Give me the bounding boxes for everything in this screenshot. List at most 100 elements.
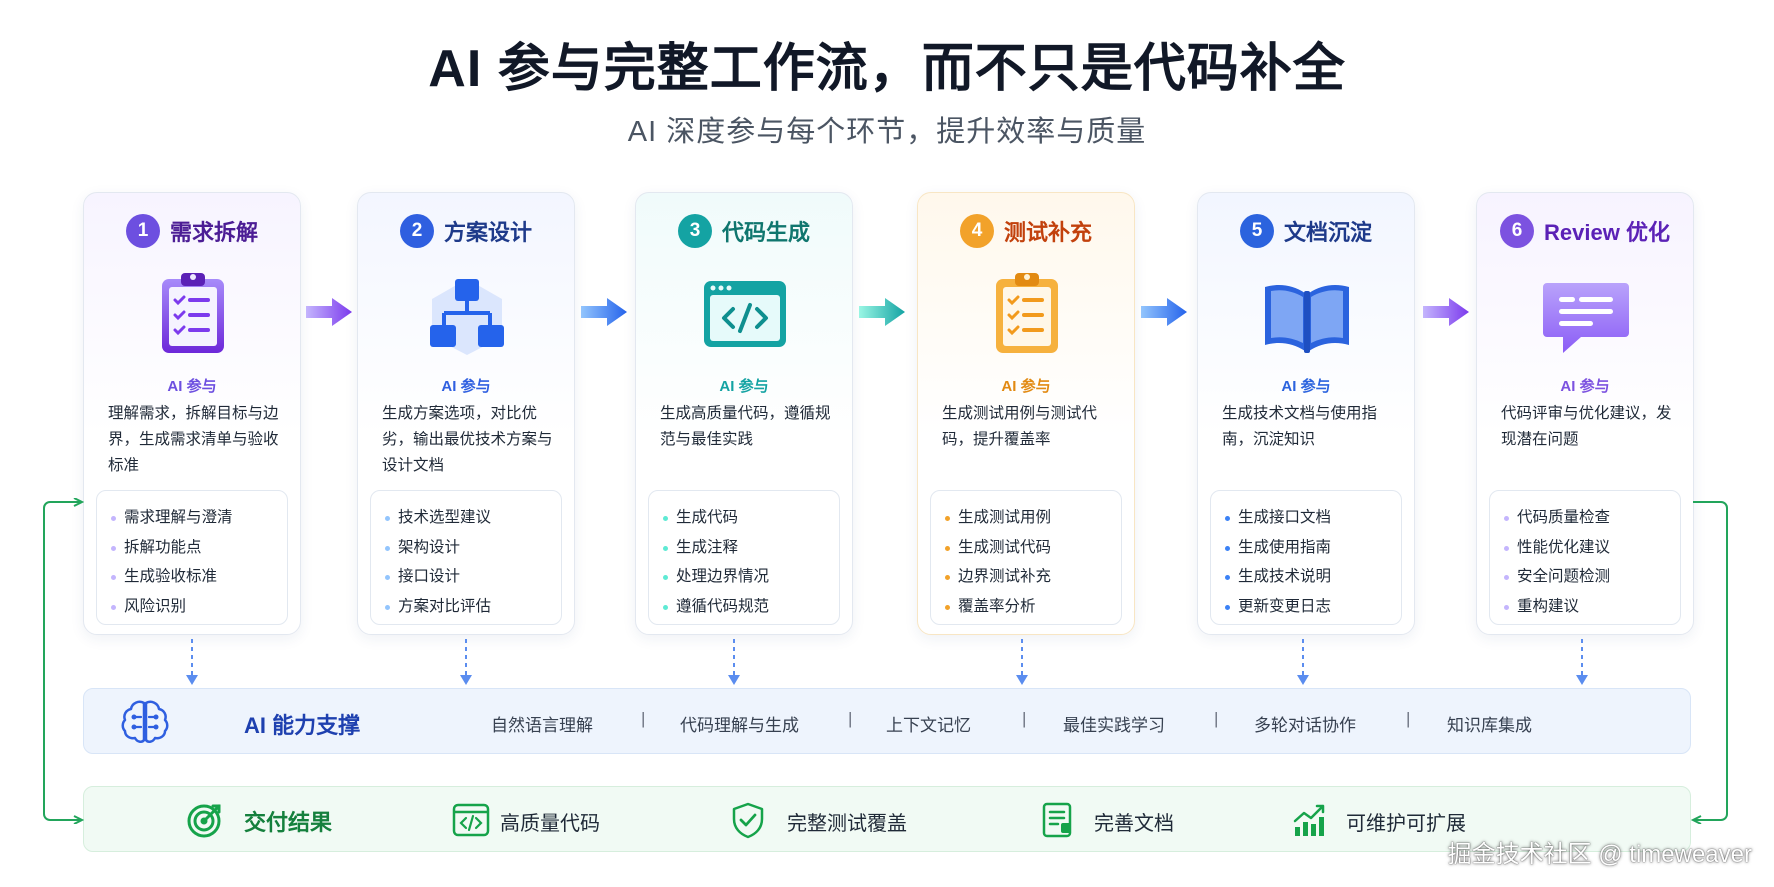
- list-item: 接口设计: [385, 562, 561, 592]
- list-item: 拆解功能点: [111, 533, 287, 563]
- task-list: 生成测试用例 生成测试代码 边界测试补充 覆盖率分析: [930, 490, 1122, 625]
- result-item: 高质量代码: [500, 813, 600, 835]
- step-card-testing: 4 测试补充 AI 参与 生成测试用例与测试代码，提升覆盖率 生成测试用例 生成…: [917, 192, 1135, 635]
- capability-item: 最佳实践学习: [1063, 716, 1165, 735]
- capability-item: 知识库集成: [1447, 716, 1532, 735]
- card-header: 3 代码生成: [636, 214, 852, 248]
- card-title: 需求拆解: [169, 220, 258, 245]
- step-card-review: 6 Review 优化 AI 参与 代码评审与优化建议，发现潜在问题 代码质量检…: [1476, 192, 1694, 635]
- clipboard-checklist-icon: [162, 273, 224, 353]
- watermark: 掘金技术社区 @ timeweaver: [1447, 841, 1752, 868]
- list-item: 安全问题检测: [1504, 562, 1680, 592]
- step-card-coding: 3 代码生成 AI 参与 生成高质量代码，遵循规范与最佳实践 生成代码 生成注释…: [635, 192, 853, 635]
- list-item: 覆盖率分析: [945, 592, 1121, 622]
- card-description: 生成高质量代码，遵循规范与最佳实践: [660, 405, 831, 448]
- card-title: 方案设计: [443, 220, 532, 245]
- ai-participation-label: AI 参与: [441, 378, 491, 395]
- ai-participation-label: AI 参与: [1281, 378, 1331, 395]
- dashed-arrow-down-icon: [1297, 639, 1309, 685]
- page-subtitle: AI 深度参与每个环节，提升效率与质量: [627, 116, 1147, 148]
- list-item: 生成测试代码: [945, 533, 1121, 563]
- card-header: 5 文档沉淀: [1198, 214, 1414, 248]
- ai-participation-label: AI 参与: [1001, 378, 1051, 395]
- step-number-badge: 1: [125, 214, 160, 248]
- list-item: 重构建议: [1504, 592, 1680, 622]
- card-description: 生成方案选项，对比优劣，输出最优技术方案与设计文档: [382, 405, 553, 474]
- list-item: 生成测试用例: [945, 503, 1121, 533]
- ai-capability-band: AI 能力支撑 自然语言理解 | 代码理解与生成 | 上下文记忆 | 最佳实践学…: [83, 688, 1691, 754]
- capability-separator: |: [1022, 709, 1027, 728]
- list-item: 边界测试补充: [945, 562, 1121, 592]
- step-card-documentation: 5 文档沉淀 AI 参与 生成技术文档与使用指南，沉淀知识 生成接口文档 生成使…: [1197, 192, 1415, 635]
- code-window-icon: [452, 803, 490, 837]
- capability-item: 代码理解与生成: [680, 716, 799, 735]
- loop-arrow-right: [1691, 501, 1728, 824]
- dashed-arrow-down-icon: [460, 639, 472, 685]
- card-header: 1 需求拆解: [84, 214, 300, 248]
- result-item: 完整测试覆盖: [787, 813, 907, 835]
- result-item: 可维护可扩展: [1346, 813, 1466, 835]
- card-description: 生成技术文档与使用指南，沉淀知识: [1222, 405, 1378, 448]
- step-number-badge: 5: [1239, 214, 1274, 248]
- ai-participation-label: AI 参与: [167, 378, 217, 395]
- card-header: 6 Review 优化: [1477, 214, 1693, 248]
- arrow-right-icon: [306, 298, 352, 326]
- review-chat-icon: [1543, 283, 1629, 353]
- card-title: 测试补充: [1003, 220, 1092, 245]
- step-card-design: 2 方案设计 AI 参与 生成方案选项，对比优劣，输出最优技术方案与设计文档 技…: [357, 192, 575, 635]
- arrow-right-icon: [1423, 298, 1469, 326]
- step-card-requirements: 1 需求拆解 AI 参与 理解需求，拆解目标与边界，生成需求清单与验收标准 需求…: [83, 192, 301, 635]
- dashed-arrow-down-icon: [1576, 639, 1588, 685]
- arrow-right-icon: [581, 298, 627, 326]
- step-number-badge: 2: [399, 214, 434, 248]
- task-list: 生成代码 生成注释 处理边界情况 遵循代码规范: [648, 490, 840, 625]
- dashed-arrow-down-icon: [728, 639, 740, 685]
- capability-separator: |: [848, 709, 853, 728]
- list-item: 处理边界情况: [663, 562, 839, 592]
- task-list: 代码质量检查 性能优化建议 安全问题检测 重构建议: [1489, 490, 1681, 625]
- list-item: 生成代码: [663, 503, 839, 533]
- card-title: 代码生成: [721, 220, 810, 245]
- capability-separator: |: [1214, 709, 1219, 728]
- card-description: 代码评审与优化建议，发现潜在问题: [1501, 405, 1672, 448]
- loop-arrow-left: [43, 498, 84, 824]
- capability-item: 上下文记忆: [886, 716, 971, 735]
- capability-item: 自然语言理解: [491, 716, 593, 735]
- list-item: 生成使用指南: [1225, 533, 1401, 563]
- task-list: 需求理解与澄清 拆解功能点 生成验收标准 风险识别: [96, 490, 288, 625]
- ai-participation-label: AI 参与: [1560, 378, 1610, 395]
- step-number-badge: 6: [1500, 214, 1535, 248]
- page-title: AI 参与完整工作流，而不只是代码补全: [428, 40, 1346, 98]
- list-item: 性能优化建议: [1504, 533, 1680, 563]
- dashed-arrow-down-icon: [1016, 639, 1028, 685]
- document-icon: [1042, 802, 1072, 838]
- list-item: 生成接口文档: [1225, 503, 1401, 533]
- list-item: 需求理解与澄清: [111, 503, 287, 533]
- task-list: 生成接口文档 生成使用指南 生成技术说明 更新变更日志: [1210, 490, 1402, 625]
- arrow-right-icon: [1141, 298, 1187, 326]
- capability-item: 多轮对话协作: [1254, 716, 1356, 735]
- arrow-right-icon: [859, 298, 905, 326]
- card-header: 2 方案设计: [358, 214, 574, 248]
- capability-separator: |: [641, 709, 646, 728]
- list-item: 遵循代码规范: [663, 592, 839, 622]
- delivery-result-band: 交付结果 高质量代码 完整测试覆盖 完善文档 可维护可扩展: [83, 786, 1691, 852]
- card-description: 生成测试用例与测试代码，提升覆盖率: [942, 405, 1098, 448]
- test-clipboard-icon: [996, 273, 1058, 353]
- card-description: 理解需求，拆解目标与边界，生成需求清单与验收标准: [108, 405, 279, 474]
- list-item: 生成验收标准: [111, 562, 287, 592]
- list-item: 风险识别: [111, 592, 287, 622]
- result-title: 交付结果: [244, 810, 333, 835]
- card-title: 文档沉淀: [1283, 220, 1372, 245]
- task-list: 技术选型建议 架构设计 接口设计 方案对比评估: [370, 490, 562, 625]
- result-item: 完善文档: [1094, 813, 1174, 835]
- dashed-arrow-down-icon: [186, 639, 198, 685]
- list-item: 生成注释: [663, 533, 839, 563]
- step-number-badge: 4: [959, 214, 994, 248]
- list-item: 架构设计: [385, 533, 561, 563]
- list-item: 方案对比评估: [385, 592, 561, 622]
- ai-brain-icon: [121, 700, 169, 743]
- list-item: 技术选型建议: [385, 503, 561, 533]
- ai-participation-label: AI 参与: [719, 378, 769, 395]
- list-item: 生成技术说明: [1225, 562, 1401, 592]
